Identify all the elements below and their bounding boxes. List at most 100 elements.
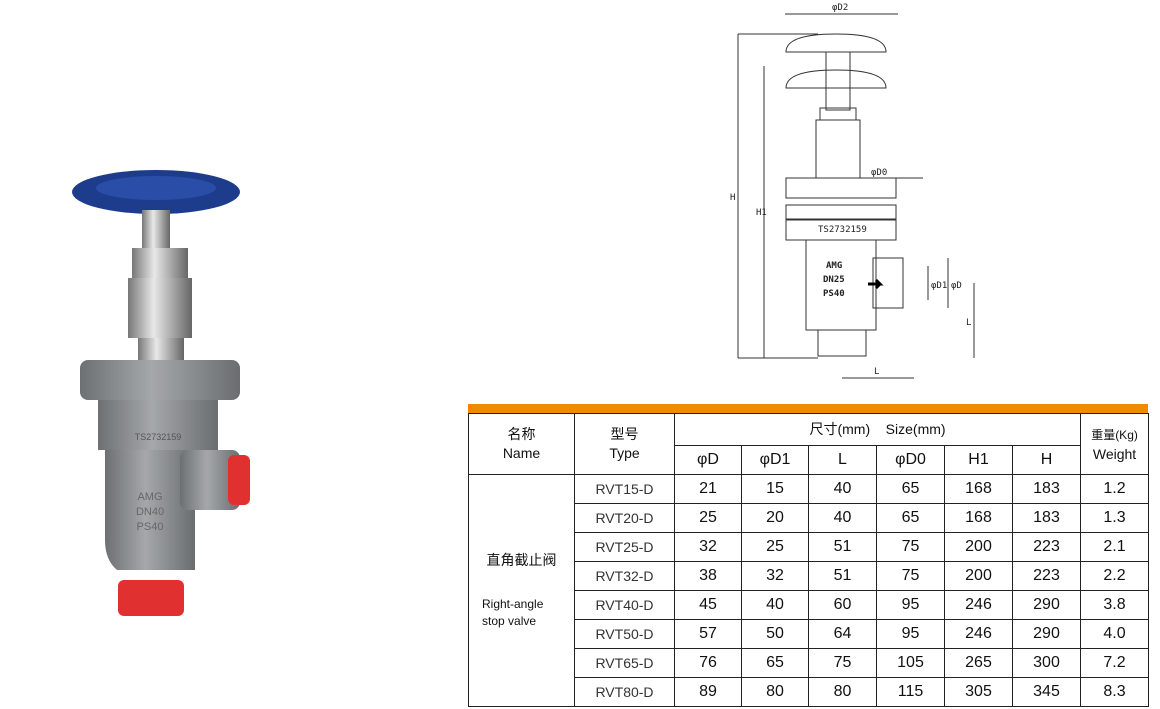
cell-d1: 25: [741, 532, 809, 562]
cell-d1: 40: [741, 590, 809, 620]
cell-h: 290: [1011, 590, 1082, 620]
svg-text:H: H: [730, 193, 735, 203]
cell-d: 38: [674, 561, 742, 591]
cell-h1: 168: [944, 474, 1013, 504]
cell-type: RVT65-D: [574, 648, 675, 678]
cell-w: 2.2: [1080, 561, 1150, 591]
col-l: L: [808, 445, 877, 475]
cell-h1: 265: [944, 648, 1013, 678]
photo-serial: TS2732159: [135, 432, 182, 442]
cell-d: 76: [674, 648, 742, 678]
cell-type: RVT25-D: [574, 532, 675, 562]
svg-text:DN40: DN40: [136, 506, 164, 518]
svg-text:H1: H1: [756, 208, 767, 218]
cell-d0: 65: [876, 474, 945, 504]
cell-h1: 246: [944, 590, 1013, 620]
valve-photo: TS2732159 AMG DN40 PS40: [72, 170, 250, 616]
cell-w: 1.3: [1080, 503, 1150, 533]
cell-d: 21: [674, 474, 742, 504]
cell-h1: 168: [944, 503, 1013, 533]
cell-type: RVT15-D: [574, 474, 675, 504]
cell-w: 7.2: [1080, 648, 1150, 678]
table-header-bar: [468, 404, 1148, 413]
cell-l: 75: [808, 648, 877, 678]
inlet-cap: [118, 580, 184, 616]
cell-type: RVT80-D: [574, 677, 675, 707]
col-h: H: [1011, 445, 1082, 475]
svg-text:PS40: PS40: [137, 521, 164, 533]
cell-type: RVT32-D: [574, 561, 675, 591]
col-d: φD: [674, 445, 742, 475]
cell-d1: 65: [741, 648, 809, 678]
cell-l: 80: [808, 677, 877, 707]
cell-d: 32: [674, 532, 742, 562]
cell-d0: 75: [876, 561, 945, 591]
cell-h1: 200: [944, 561, 1013, 591]
outlet-cap: [228, 455, 250, 505]
dimension-drawing: φD2 TS2732159 φD0 AMG DN25 PS40 H H1 φD1…: [730, 3, 975, 379]
cell-w: 8.3: [1080, 677, 1150, 707]
cell-d0: 75: [876, 532, 945, 562]
svg-text:L: L: [966, 318, 971, 328]
svg-text:DN25: DN25: [823, 275, 845, 285]
cell-l: 51: [808, 532, 877, 562]
svg-text:φD: φD: [951, 281, 962, 291]
svg-text:L: L: [874, 367, 879, 377]
col-d1: φD1: [741, 445, 809, 475]
cell-type: RVT50-D: [574, 619, 675, 649]
header-size: 尺寸(mm) Size(mm): [673, 413, 1082, 446]
cell-d: 57: [674, 619, 742, 649]
cell-h: 223: [1011, 561, 1082, 591]
col-h1: H1: [944, 445, 1013, 475]
cell-d0: 95: [876, 590, 945, 620]
cell-h1: 200: [944, 532, 1013, 562]
cell-l: 64: [808, 619, 877, 649]
cell-d1: 50: [741, 619, 809, 649]
cell-d1: 80: [741, 677, 809, 707]
label-d2: φD2: [832, 3, 848, 13]
cell-h1: 246: [944, 619, 1013, 649]
cell-d0: 105: [876, 648, 945, 678]
cell-h1: 305: [944, 677, 1013, 707]
svg-text:φD0: φD0: [871, 168, 887, 178]
cell-h: 345: [1011, 677, 1082, 707]
cell-h: 300: [1011, 648, 1082, 678]
cell-h: 223: [1011, 532, 1082, 562]
cell-d1: 15: [741, 474, 809, 504]
cell-d0: 65: [876, 503, 945, 533]
cell-l: 60: [808, 590, 877, 620]
cell-h: 290: [1011, 619, 1082, 649]
cell-w: 2.1: [1080, 532, 1150, 562]
cell-d1: 32: [741, 561, 809, 591]
svg-text:AMG: AMG: [826, 261, 842, 271]
cell-l: 40: [808, 474, 877, 504]
cell-d0: 115: [876, 677, 945, 707]
svg-text:TS2732159: TS2732159: [818, 225, 867, 235]
cell-type: RVT20-D: [574, 503, 675, 533]
header-weight: 重量(Kg)Weight: [1080, 413, 1150, 475]
col-d0: φD0: [876, 445, 945, 475]
cell-w: 1.2: [1080, 474, 1150, 504]
svg-text:PS40: PS40: [823, 289, 845, 299]
cell-type: RVT40-D: [574, 590, 675, 620]
svg-text:φD1: φD1: [931, 281, 947, 291]
cell-l: 51: [808, 561, 877, 591]
cell-d0: 95: [876, 619, 945, 649]
cell-d: 45: [674, 590, 742, 620]
cell-l: 40: [808, 503, 877, 533]
cell-w: 4.0: [1080, 619, 1150, 649]
cell-d: 25: [674, 503, 742, 533]
cell-h: 183: [1011, 474, 1082, 504]
cell-h: 183: [1011, 503, 1082, 533]
svg-text:AMG: AMG: [137, 491, 162, 503]
cell-d1: 20: [741, 503, 809, 533]
